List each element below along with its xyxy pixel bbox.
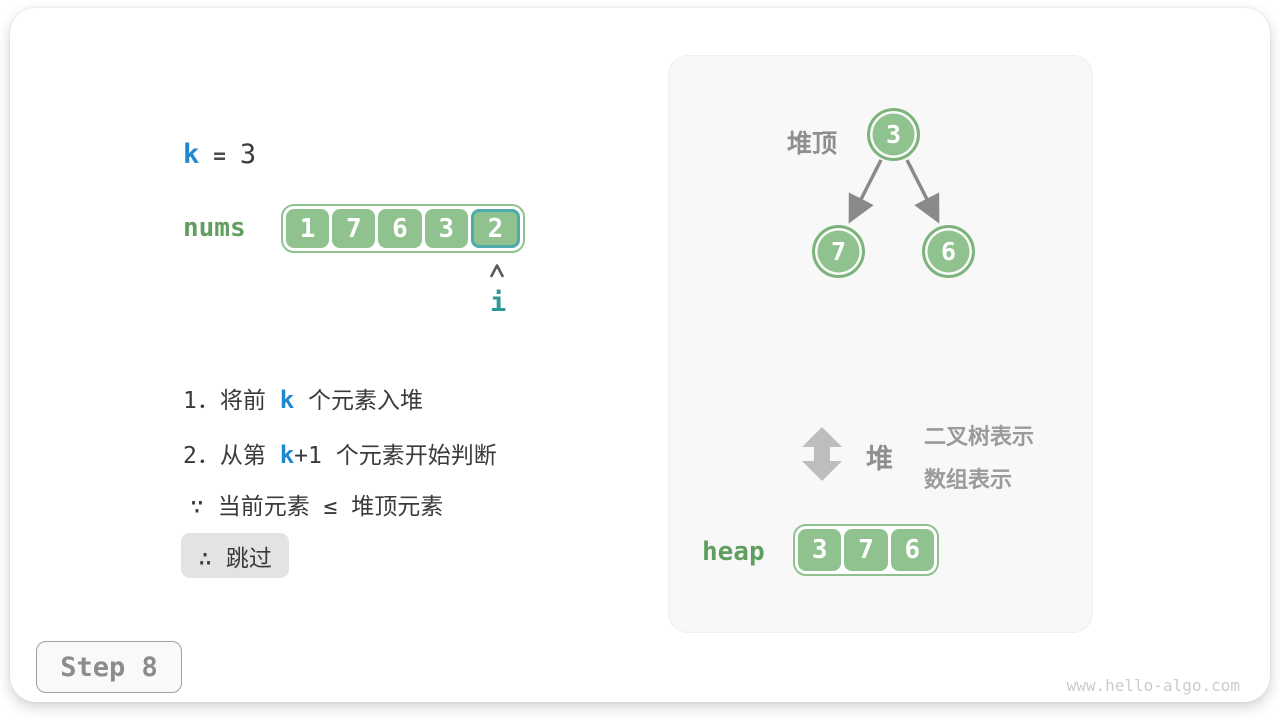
nums-array: 1 7 6 3 2 <box>281 204 525 253</box>
conclusion-text: ∴ 跳过 <box>198 545 272 572</box>
nums-cell-4-highlighted: 2 <box>470 209 521 248</box>
nums-label: nums <box>183 213 246 243</box>
step-line-2-mid: +1 <box>294 443 322 469</box>
heap-cell-0: 3 <box>798 529 842 571</box>
pointer-label: i <box>490 287 507 318</box>
nums-cell-3: 3 <box>424 209 468 248</box>
step-line-1-text: 1．将前 <box>183 388 280 414</box>
legend-binary-tree: 二叉树表示 <box>924 424 1035 449</box>
k-token: k <box>279 386 295 414</box>
heap-cell-1: 7 <box>844 529 888 571</box>
heap-array-label: heap <box>702 537 765 567</box>
tree-node-right: 6 <box>922 225 975 278</box>
conclusion-badge: ∴ 跳过 <box>181 533 289 578</box>
k-variable: k <box>183 139 200 170</box>
watermark: www.hello-algo.com <box>1066 676 1240 695</box>
heap-top-label: 堆顶 <box>787 130 838 158</box>
heap-word-label: 堆 <box>866 444 893 474</box>
tree-edges <box>848 159 940 224</box>
nums-cell-1: 7 <box>332 209 376 248</box>
tree-node-root: 3 <box>867 108 920 161</box>
step-line-1: 1．将前 k 个元素入堆 <box>183 381 423 415</box>
step-line-2-rest: 个元素开始判断 <box>321 443 497 469</box>
tree-node-left: 7 <box>812 225 865 278</box>
step-line-2-text: 2．从第 <box>183 443 280 469</box>
equals-sign: = <box>213 144 226 168</box>
heap-array: 3 7 6 <box>793 524 939 576</box>
legend-array: 数组表示 <box>924 467 1013 492</box>
updown-arrow-icon <box>802 427 842 481</box>
step-line-1-rest: 个元素入堆 <box>294 388 424 414</box>
because-line: ∵ 当前元素 ≤ 堆顶元素 <box>190 487 443 521</box>
heap-panel: 堆顶 3 7 6 堆 二叉树表示 数组表示 heap 3 7 6 <box>668 55 1093 633</box>
heap-cell-2: 6 <box>890 529 934 571</box>
nums-cell-2: 6 <box>378 209 422 248</box>
pointer-caret-icon <box>489 264 505 278</box>
k-assignment: k = 3 <box>183 139 256 170</box>
nums-cell-0: 1 <box>286 209 330 248</box>
k-token: k <box>279 441 295 469</box>
step-indicator-label: Step 8 <box>60 651 158 683</box>
because-line-text: ∵ 当前元素 ≤ 堆顶元素 <box>190 494 444 520</box>
k-value: 3 <box>239 139 257 170</box>
step-indicator: Step 8 <box>36 641 182 693</box>
step-line-2: 2．从第 k+1 个元素开始判断 <box>183 436 497 470</box>
